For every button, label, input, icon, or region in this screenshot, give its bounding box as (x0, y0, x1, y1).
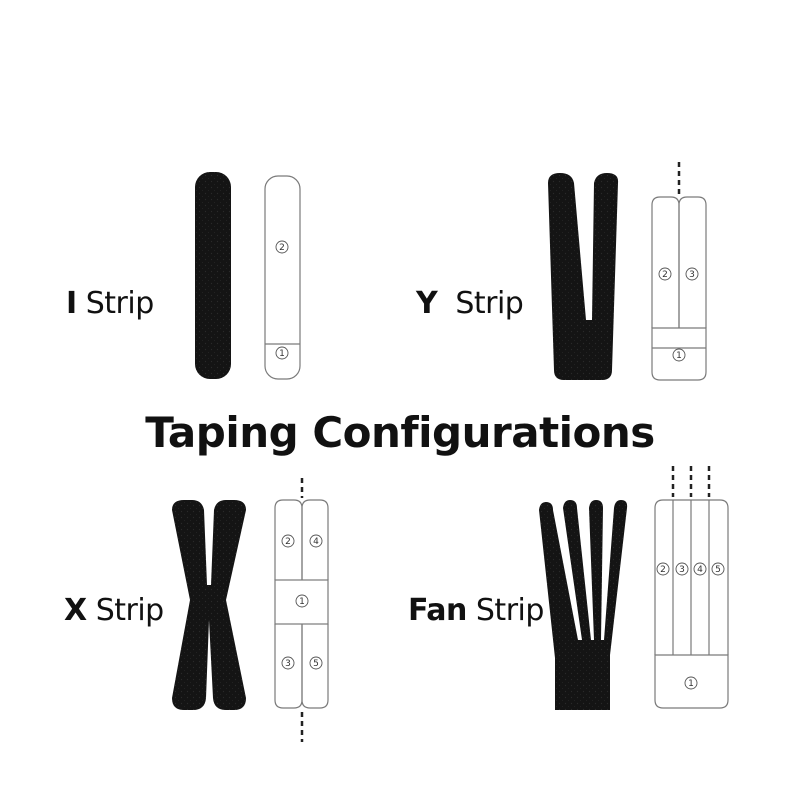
x-num-2: 2 (285, 537, 291, 547)
i-num-2: 2 (279, 243, 285, 253)
x-strip-tape (172, 500, 246, 710)
fan-strip-outline (654, 499, 729, 709)
i-strip-outline (264, 175, 301, 380)
fan-num-5: 5 (715, 565, 721, 575)
x-num-4: 4 (313, 537, 319, 547)
i-strip-letter: I (66, 286, 77, 321)
fan-num-4: 4 (697, 565, 703, 575)
y-strip-numbers: 2 3 1 (658, 267, 699, 362)
x-num-3: 3 (285, 659, 291, 669)
fan-strip-numbers: 2 3 4 5 1 (656, 562, 725, 690)
fan-strip-label: Fan Strip (408, 596, 544, 626)
x-strip-numbers: 2 4 1 3 5 (281, 534, 323, 670)
x-strip-label: X Strip (64, 596, 164, 626)
y-strip-tape (548, 173, 619, 380)
fan-strip-tape (539, 500, 628, 710)
fan-num-1: 1 (688, 679, 694, 689)
fan-strip-cut-lines (671, 466, 711, 497)
fan-strip-suffix: Strip (475, 593, 545, 628)
fan-strip-letter: Fan (408, 593, 467, 628)
i-num-1: 1 (279, 349, 285, 359)
x-num-1: 1 (299, 597, 305, 607)
x-strip-outline (274, 499, 329, 709)
i-strip-numbers: 2 1 (275, 240, 289, 360)
y-num-1: 1 (676, 351, 682, 361)
y-strip-letter: Y (416, 286, 438, 321)
y-num-2: 2 (662, 270, 668, 280)
y-strip-suffix: Strip (455, 286, 524, 321)
i-strip-label: I Strip (66, 289, 154, 319)
y-num-3: 3 (689, 270, 695, 280)
fan-num-2: 2 (660, 565, 666, 575)
i-strip-tape (195, 172, 231, 379)
page-title: Taping Configurations (145, 408, 655, 457)
fan-num-3: 3 (679, 565, 685, 575)
x-strip-letter: X (64, 593, 87, 628)
x-strip-suffix: Strip (95, 593, 165, 628)
y-strip-outline (651, 196, 707, 381)
y-strip-label: Y Strip (416, 286, 524, 321)
i-strip-suffix: Strip (85, 286, 155, 321)
x-num-5: 5 (313, 659, 319, 669)
